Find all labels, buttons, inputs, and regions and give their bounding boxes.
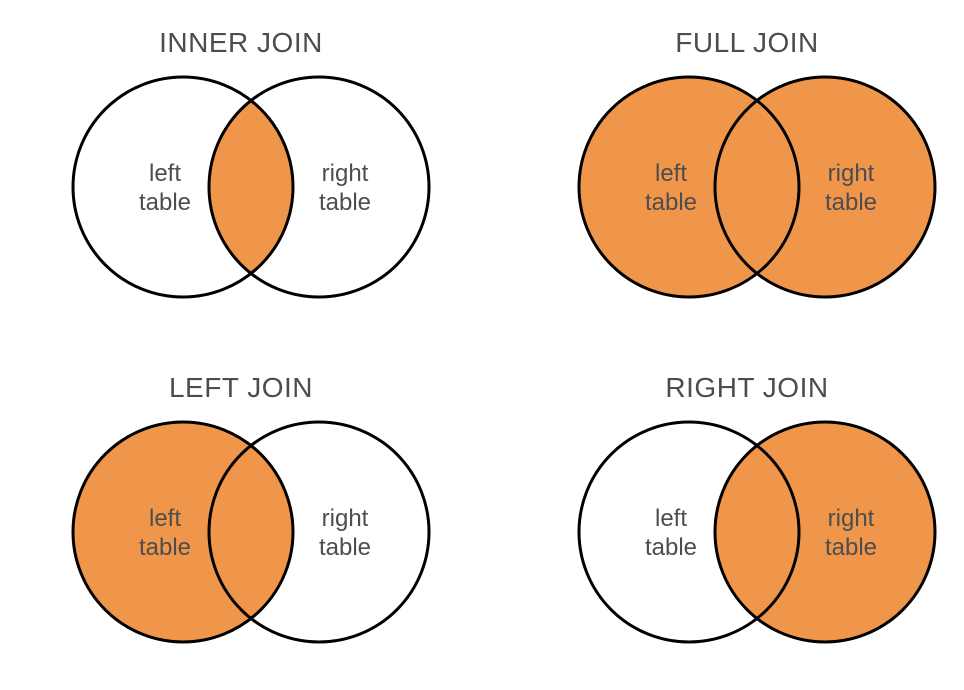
full-join-panel: FULL JOIN left table right table [482,0,964,345]
left-circle-outline [71,420,295,644]
left-join-venn: left table right table [71,420,431,644]
right-join-panel: RIGHT JOIN left table right table [482,345,964,690]
right-table-label: table [319,534,371,561]
left-circle-outline [71,75,295,299]
inner-join-title: INNER JOIN [159,27,323,58]
left-table-label: left [149,160,181,187]
inner-join-venn: left table right table [71,75,431,299]
left-table-label: left [655,160,687,187]
inner-join-panel: INNER JOIN left table right table [0,0,482,345]
full-join-venn: left table right table [577,75,937,299]
left-join-panel: LEFT JOIN left table right table [0,345,482,690]
right-table-label: table [825,189,877,216]
left-table-label: table [139,189,191,216]
right-table-label: right [828,160,875,187]
left-table-label: table [645,534,697,561]
right-circle-shaded [715,421,935,642]
right-circle-outline [207,420,431,644]
right-join-title: RIGHT JOIN [665,372,829,403]
left-table-label: left [149,505,181,532]
right-table-label: right [322,160,369,187]
left-circle-outline [577,420,801,644]
right-circle-outline [713,75,937,299]
right-circle-shaded [715,76,935,297]
left-table-label: left [655,505,687,532]
right-table-label: table [825,534,877,561]
left-circle-shaded [73,421,293,642]
left-circle-outline [577,75,801,299]
left-join-title: LEFT JOIN [168,372,313,403]
right-circle-outline [713,420,937,644]
left-table-label: table [139,534,191,561]
left-table-label: table [645,189,697,216]
right-circle-outline [207,75,431,299]
right-table-label: right [322,505,369,532]
right-table-label: table [319,189,371,216]
right-join-venn: left table right table [577,420,937,644]
full-join-title: FULL JOIN [675,27,819,58]
intersection-region-shaded [209,76,293,297]
right-table-label: right [828,505,875,532]
